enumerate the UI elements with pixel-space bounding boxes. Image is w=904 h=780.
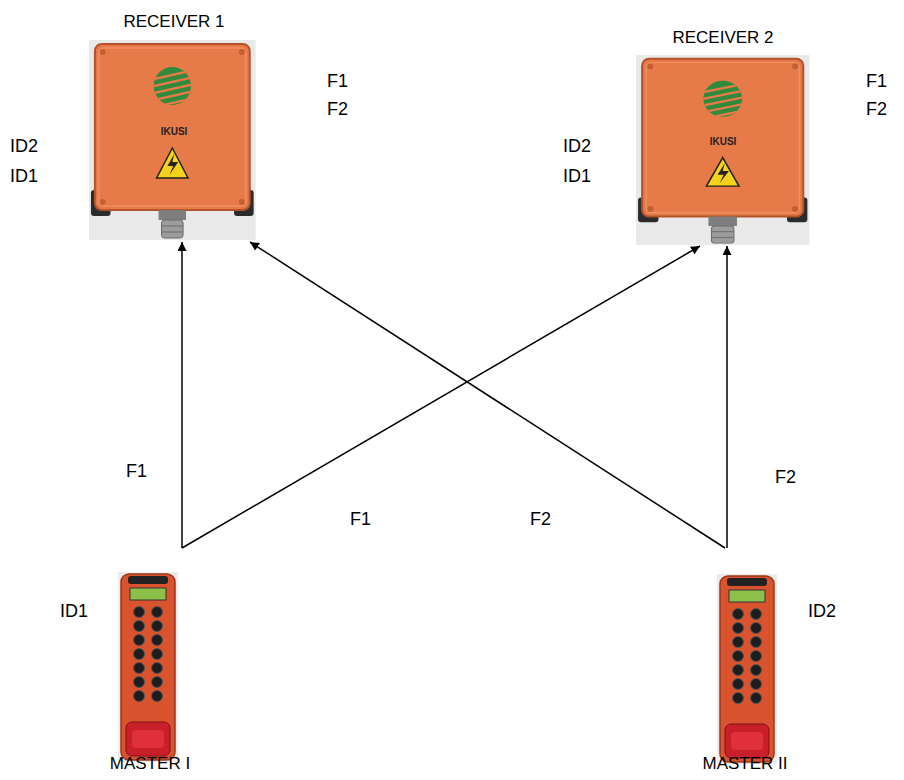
channel-label: ID2 [563, 135, 591, 157]
device-node: MASTER II [690, 548, 800, 776]
channel-label: ID2 [808, 600, 836, 622]
radio-link-arrow [250, 242, 725, 548]
device-node: RECEIVER 1 [88, 8, 260, 242]
radio-link-arrow [726, 246, 728, 548]
device-name: MASTER I [110, 754, 190, 774]
device-name: MASTER II [702, 754, 787, 774]
device-node: RECEIVER 2 [634, 24, 812, 246]
device-node: MASTER I [100, 548, 200, 776]
channel-label: F2 [327, 98, 348, 120]
frequency-label: F1 [124, 460, 149, 482]
channel-label: ID1 [563, 165, 591, 187]
device-name: RECEIVER 2 [672, 28, 773, 48]
channel-label: ID2 [10, 135, 38, 157]
channel-label: ID1 [60, 600, 88, 622]
radio-link-arrow [181, 242, 183, 548]
channel-label: F1 [327, 70, 348, 92]
brand-logo-text: IKUSI [161, 126, 188, 138]
channel-label: ID1 [10, 165, 38, 187]
channel-label: F2 [866, 98, 887, 120]
frequency-label: F1 [348, 508, 373, 530]
frequency-label: F2 [773, 466, 798, 488]
radio-link-arrow [182, 246, 700, 548]
frequency-label: F2 [528, 508, 553, 530]
brand-logo-text: IKUSI [710, 136, 737, 148]
channel-label: F1 [866, 70, 887, 92]
device-name: RECEIVER 1 [123, 12, 224, 32]
